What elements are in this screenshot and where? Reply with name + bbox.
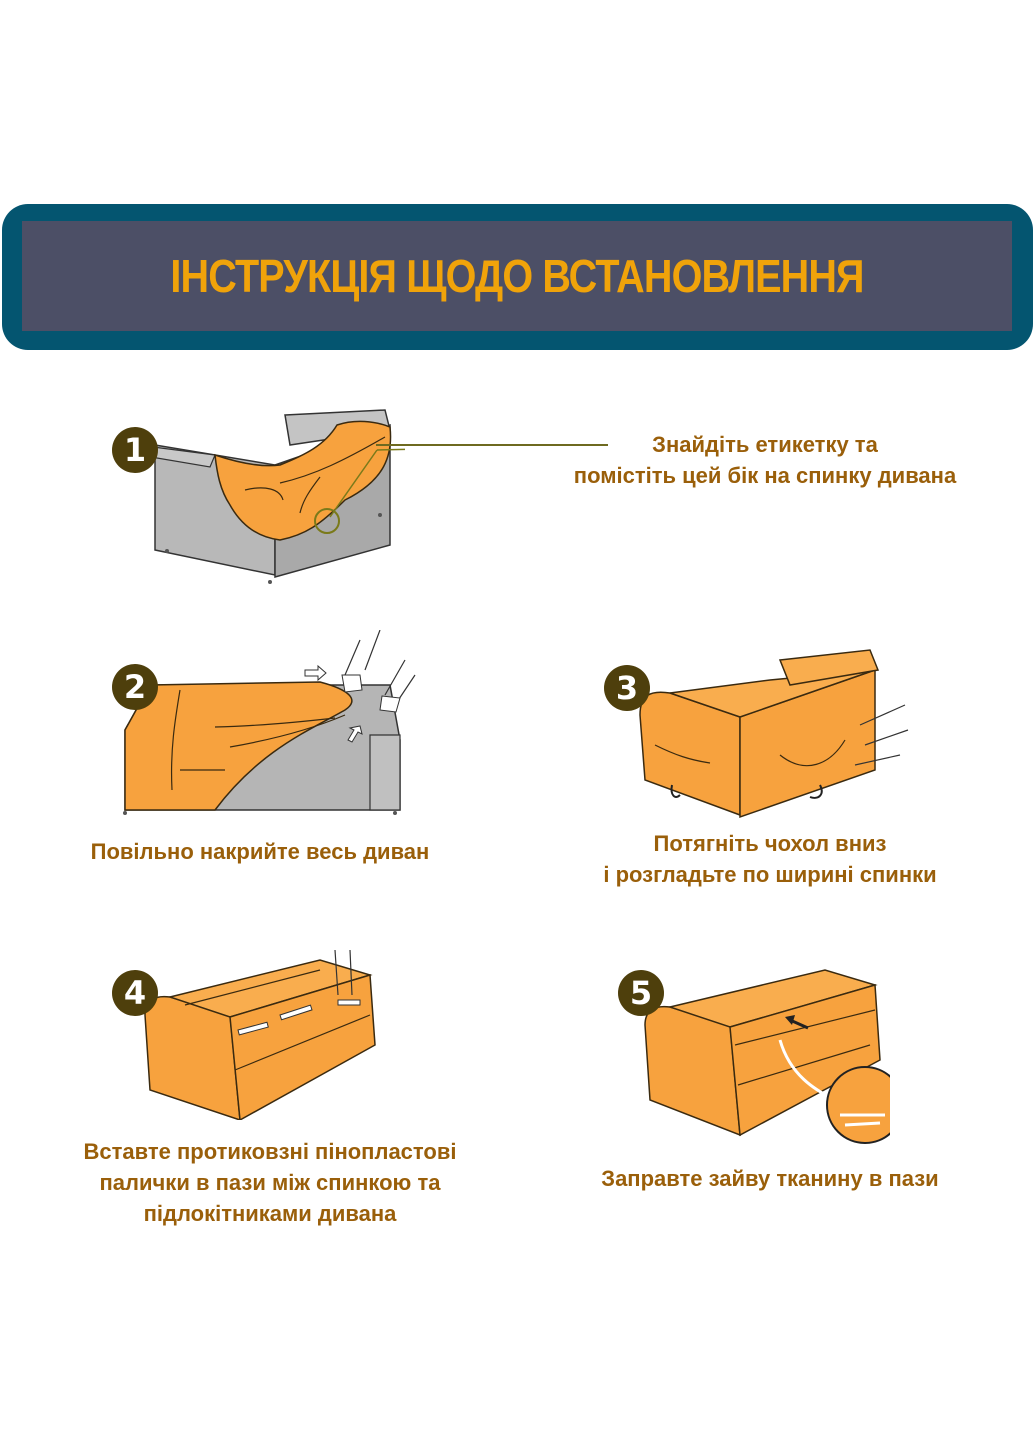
step-1-text: Знайдіть етикетку та помістіть цей бік н… <box>550 429 980 491</box>
step-1-text-line: Знайдіть етикетку та <box>652 432 878 457</box>
step-2-illustration <box>120 629 420 815</box>
step-2-text: Повільно накрийте весь диван <box>50 836 470 867</box>
sofa-foam-sticks-icon <box>144 949 376 1122</box>
step-5-text-line: Заправте зайву тканину в пази <box>601 1166 939 1191</box>
step-1-text-line: помістіть цей бік на спинку дивана <box>573 463 957 488</box>
step-2-text-line: Повільно накрийте весь диван <box>90 839 430 864</box>
page-title: ІНСТРУКЦІЯ ЩОДО ВСТАНОВЛЕННЯ <box>170 250 864 302</box>
step-1-leader-line <box>376 444 608 446</box>
step-1-badge: 1 <box>112 427 158 473</box>
step-4-text-line: Вставте протиковзні пінопластові <box>83 1139 457 1164</box>
step-5-illustration <box>640 955 904 1145</box>
sofa-cover-pull-down-icon <box>639 649 909 819</box>
sofa-tuck-fabric-icon <box>644 969 904 1144</box>
step-5-text: Заправте зайву тканину в пази <box>560 1163 980 1194</box>
step-3-illustration <box>630 645 910 820</box>
step-4-text: Вставте протиковзні пінопластові палички… <box>50 1136 490 1229</box>
step-3-text: Потягніть чохол вниз і розгладьте по шир… <box>560 828 980 890</box>
header-banner-inner: ІНСТРУКЦІЯ ЩОДО ВСТАНОВЛЕННЯ <box>22 221 1012 331</box>
step-4-badge: 4 <box>112 970 158 1016</box>
step-3-badge: 3 <box>604 665 650 711</box>
sofa-cover-pull-over-icon <box>123 629 416 815</box>
step-3-text-line: Потягніть чохол вниз <box>653 831 887 856</box>
step-4-illustration <box>140 945 390 1122</box>
step-4-text-line: палички в пази між спинкою та <box>99 1170 441 1195</box>
step-2-badge: 2 <box>112 664 158 710</box>
step-5-badge: 5 <box>618 970 664 1016</box>
header-banner: ІНСТРУКЦІЯ ЩОДО ВСТАНОВЛЕННЯ <box>2 204 1033 350</box>
step-4-text-line: підлокітниками дивана <box>143 1201 397 1226</box>
step-3-text-line: і розгладьте по ширині спинки <box>603 862 937 887</box>
